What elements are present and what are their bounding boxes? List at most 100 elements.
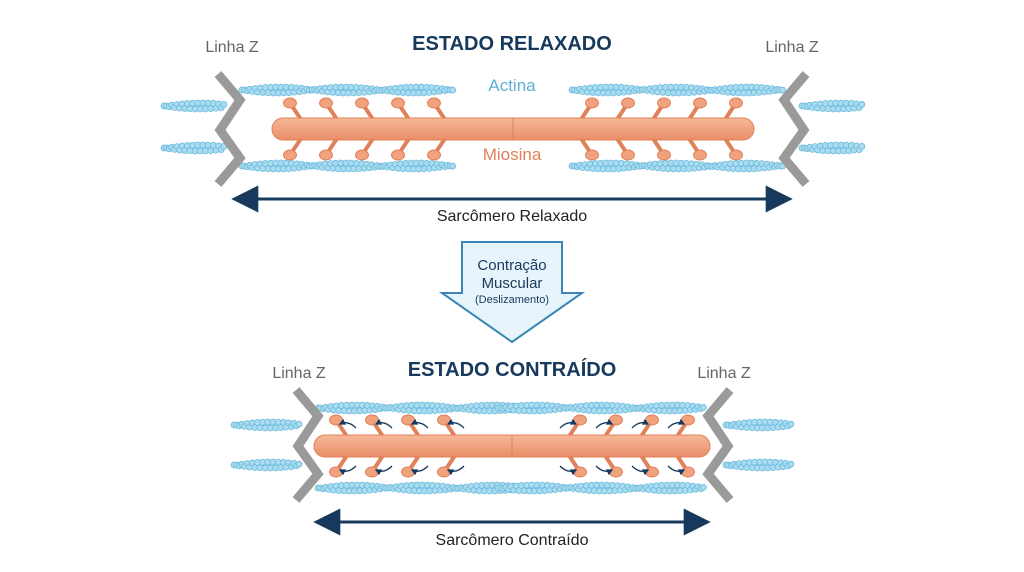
myosin-head-neck: [688, 138, 700, 154]
myosin-head: [609, 466, 623, 478]
myosin-head-neck: [372, 421, 384, 437]
myosin-label: Miosina: [483, 145, 542, 164]
cross-bridge-arrow: [667, 465, 686, 476]
myosin-head-neck: [724, 138, 736, 154]
myosin-head: [355, 97, 369, 109]
myosin-head: [427, 97, 441, 109]
myosin-head-neck: [568, 421, 580, 437]
myosin-head-neck: [408, 455, 420, 471]
contracted-actin-outer-left: [230, 418, 303, 472]
myosin-head-neck: [616, 104, 628, 120]
myosin-head: [657, 97, 671, 109]
myosin-head-neck: [372, 455, 384, 471]
contracted-sarcomere: ESTADO CONTRAÍDO Linha Z Linha Z Sarcôme…: [230, 358, 795, 549]
myosin-head-neck: [652, 138, 664, 154]
contraction-transition-arrow: Contração Muscular (Deslizamento): [438, 241, 586, 344]
myosin-head-neck: [362, 104, 374, 120]
myosin-head: [319, 97, 333, 109]
myosin-head-neck: [336, 455, 348, 471]
actin-bead: [787, 460, 795, 468]
myosin-head: [681, 466, 695, 478]
contracted-sarcomere-label: Sarcômero Contraído: [436, 532, 589, 549]
relaxed-z-disc-right: [778, 71, 810, 187]
myosin-head-neck: [676, 421, 688, 437]
myosin-head: [391, 97, 405, 109]
cross-bridge-arrow: [631, 418, 650, 429]
relaxed-sarcomere-label: Sarcômero Relaxado: [437, 208, 587, 225]
contracted-zline-right-label: Linha Z: [697, 365, 751, 382]
myosin-head-neck: [640, 421, 652, 437]
myosin-head-neck: [326, 104, 338, 120]
contracted-actin-outer-right: [722, 418, 795, 472]
relaxed-zline-left-label: Linha Z: [205, 39, 259, 56]
actin-bead: [295, 460, 303, 468]
myosin-head-neck: [326, 138, 338, 154]
myosin-head: [365, 466, 379, 478]
myosin-head: [657, 149, 671, 161]
myosin-head-neck: [434, 104, 446, 120]
myosin-head-neck: [676, 455, 688, 471]
actin-bead: [700, 403, 707, 411]
myosin-head: [585, 97, 599, 109]
myosin-head-neck: [580, 138, 592, 154]
myosin-head-neck: [362, 138, 374, 154]
cross-bridge-arrow: [338, 418, 357, 429]
contracted-z-disc-right: [702, 387, 734, 503]
myosin-head-neck: [398, 138, 410, 154]
relaxed-actin-outer-left: [160, 99, 228, 155]
cross-bridge-arrow: [595, 465, 614, 476]
myosin-head: [621, 149, 635, 161]
cross-bridge-arrow: [446, 465, 465, 476]
cross-bridge-arrow: [374, 465, 393, 476]
myosin-head: [621, 97, 635, 109]
myosin-head: [401, 466, 415, 478]
actin-bead: [449, 162, 457, 170]
relaxed-zline-right-label: Linha Z: [765, 39, 819, 56]
cross-bridge-arrow: [559, 465, 578, 476]
actin-bead: [700, 483, 707, 491]
myosin-head-neck: [434, 138, 446, 154]
myosin-head-neck: [290, 104, 302, 120]
actin-bead: [779, 86, 786, 94]
cross-bridge-arrows: [338, 418, 686, 476]
cross-bridge-arrow: [595, 418, 614, 429]
myosin-head: [729, 97, 743, 109]
contracted-zline-left-label: Linha Z: [272, 365, 326, 382]
actin-bead: [295, 420, 303, 428]
myosin-head: [437, 466, 451, 478]
myosin-head-neck: [604, 421, 616, 437]
relaxed-actin-inner: [238, 83, 786, 173]
myosin-head-neck: [568, 455, 580, 471]
myosin-head-neck: [336, 421, 348, 437]
myosin-head-neck: [688, 104, 700, 120]
myosin-head-neck: [290, 138, 302, 154]
cross-bridge-arrow: [338, 465, 357, 476]
myosin-head-neck: [580, 104, 592, 120]
myosin-head: [585, 149, 599, 161]
myosin-head: [355, 149, 369, 161]
actin-bead: [858, 143, 866, 150]
myosin-head: [329, 466, 343, 478]
transition-line-1: Contração: [477, 257, 546, 274]
contracted-z-disc-left: [292, 387, 324, 503]
transition-arrow-shape: [438, 241, 586, 344]
contracted-actin-inner: [314, 401, 707, 495]
cross-bridge-arrow: [446, 418, 465, 429]
myosin-head: [283, 149, 297, 161]
cross-bridge-arrow: [559, 418, 578, 429]
myosin-head-neck: [652, 104, 664, 120]
myosin-head-neck: [604, 455, 616, 471]
cross-bridge-arrow: [631, 465, 650, 476]
relaxed-sarcomere: ESTADO RELAXADO Linha Z Linha Z Actina M…: [160, 33, 866, 225]
cross-bridge-arrow: [667, 418, 686, 429]
cross-bridge-arrow: [410, 465, 429, 476]
myosin-head-neck: [408, 421, 420, 437]
cross-bridge-arrow: [374, 418, 393, 429]
actin-bead: [220, 101, 228, 108]
myosin-head-neck: [444, 421, 456, 437]
myosin-head: [693, 97, 707, 109]
transition-line-3: (Deslizamento): [475, 294, 549, 306]
myosin-head-neck: [724, 104, 736, 120]
